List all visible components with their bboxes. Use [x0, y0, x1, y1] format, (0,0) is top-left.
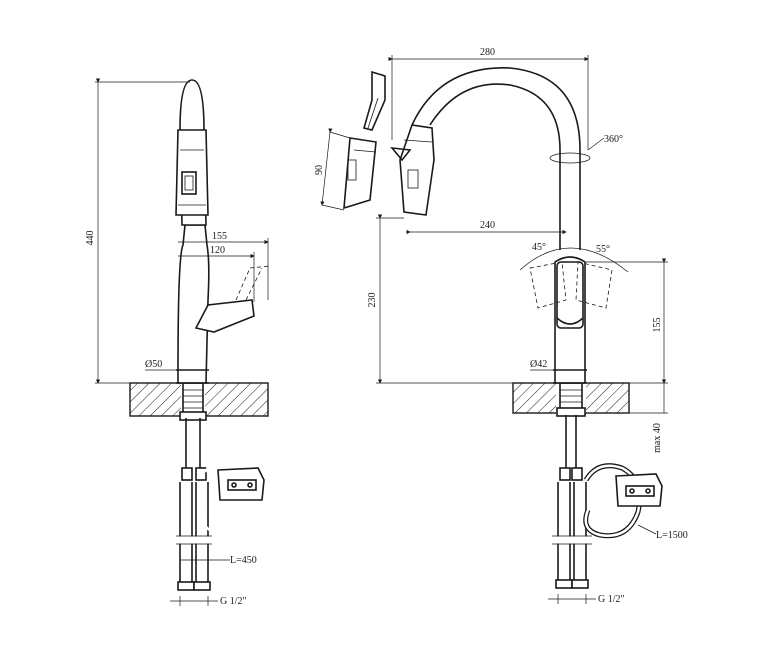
dim-rotation-label: 360°	[604, 134, 623, 145]
dim-handle-label: 120	[210, 245, 225, 256]
dim-width-label: 280	[480, 47, 495, 58]
dim-reach-label: 155	[212, 231, 227, 242]
mounting-shank-right	[556, 382, 586, 417]
spout-gooseneck	[429, 83, 561, 250]
faucet-body-left	[177, 224, 210, 384]
hoses-right	[552, 415, 643, 589]
valve-box-left	[217, 467, 265, 501]
dim-angle-right-label: 55°	[596, 244, 610, 255]
dim-spout-reach-label: 240	[480, 220, 495, 231]
dim-thread-right-label: G 1/2"	[598, 594, 625, 605]
dim-handle-height-label: 155	[652, 318, 663, 333]
side-view: 440 155 120 Ø50 L=450 G 1/2"	[85, 78, 271, 607]
dim-spray-angle-label: 90	[314, 165, 325, 175]
valve-box-right	[615, 473, 663, 507]
dimension-lines-left	[95, 78, 269, 606]
handle-lever-left	[194, 299, 255, 333]
dimension-lines-right	[376, 55, 668, 604]
dim-height-label: 440	[85, 231, 96, 246]
dim-deck-label: max 40	[652, 423, 663, 453]
dim-angle-left-label: 45°	[532, 242, 546, 253]
dim-base-label: Ø50	[145, 359, 162, 370]
dim-spout-height-label: 230	[367, 293, 378, 308]
dim-base-right-label: Ø42	[530, 359, 547, 370]
dim-hose-right-label: L=1500	[656, 530, 688, 541]
mounting-shank-left	[179, 382, 207, 421]
front-view: 280 360° 90 240 230 45° 55° 155 max 40 Ø…	[314, 47, 688, 605]
pull-out-spray-detached	[343, 70, 386, 210]
dim-thread-label: G 1/2"	[220, 596, 247, 607]
dim-hose-label: L=450	[230, 555, 257, 566]
handle-front-right	[556, 261, 584, 329]
